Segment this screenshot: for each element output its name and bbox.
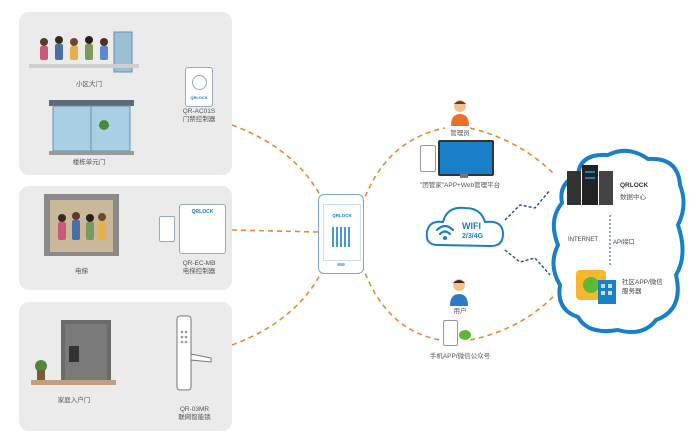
link-panel1-phone [231, 124, 326, 206]
home-door-illustration [31, 320, 116, 385]
link-panel3-phone [231, 264, 326, 346]
internet-label: INTERNET [568, 237, 598, 243]
home-button [337, 263, 345, 266]
datacenter-brand: QRLOCK [620, 182, 649, 189]
wifi-sub: 2/3/4G [462, 233, 484, 240]
wifi-link-lower [504, 249, 551, 276]
home-door-label: 家庭入户门 [57, 397, 91, 404]
crowd-illustration [29, 31, 139, 73]
gate-label: 小区大门 [76, 81, 102, 88]
controller-desc: 门禁控制器 [182, 116, 216, 123]
wifi-cloud-icon [425, 206, 505, 248]
elevator-label: 电梯 [75, 268, 88, 275]
elevator-controller-brand: QRLOCK [191, 209, 214, 215]
access-controller-device: QRLOCK [185, 67, 213, 107]
smart-lock-desc: 联网智能锁 [178, 414, 211, 421]
user-phone-icon [443, 320, 458, 346]
admin-platform: "团管家"APP+Web管理平台 [419, 182, 501, 189]
building-door-illustration [49, 100, 134, 155]
elevator-controller-device: QRLOCK [179, 204, 226, 254]
elevator-controller-model: QR-EC-MB [182, 260, 216, 267]
door-label: 楼栋单元门 [72, 159, 106, 166]
phone-device: QRLOCK [318, 194, 364, 274]
link-phone-user [361, 264, 441, 341]
reader-icon [192, 75, 207, 90]
monitor-stand [460, 174, 468, 178]
app-server-icon [576, 270, 616, 304]
user-avatar-icon [450, 279, 468, 306]
panel-home-door: 家庭入户门 QR-03MR 联网智能锁 [19, 302, 232, 431]
phone-screen: QRLOCK [323, 204, 361, 261]
datacenter-desc: 数据中心 [620, 194, 646, 201]
smart-lock-illustration [176, 315, 212, 391]
wechat-icon [459, 330, 471, 340]
panel-community-gates: 小区大门 楼栋单元门 QRLOCK QR-AC01S 门禁控制器 [19, 12, 232, 175]
elevator-illustration [44, 194, 119, 256]
user-role: 用户 [453, 308, 467, 315]
controller-model: QR-AC01S [182, 108, 216, 115]
elevator-controller-desc: 电梯控制器 [182, 268, 216, 275]
admin-avatar-icon [451, 100, 469, 126]
controller-brand: QRLOCK [190, 95, 208, 100]
monitor-icon [438, 140, 494, 176]
phone-brand: QRLOCK [332, 213, 352, 218]
admin-role: 管理员 [450, 130, 470, 137]
api-label: API接口 [613, 240, 635, 246]
link-user-cloud [469, 294, 556, 341]
smart-lock-model: QR-03MR [179, 406, 210, 413]
server-rack-icon [567, 165, 613, 205]
admin-phone-icon [420, 145, 436, 172]
qr-code-icon [332, 227, 352, 247]
wifi-label: WIFI [462, 221, 481, 231]
elevator-reader-device [159, 216, 175, 242]
link-panel2-phone [231, 229, 319, 233]
wifi-link-upper [504, 189, 551, 221]
user-channel: 手机APP/微信公众号 [429, 353, 491, 360]
server-label: 社区APP/微信 [622, 279, 663, 286]
panel-elevator: 电梯 QRLOCK QR-EC-MB 电梯控制器 [19, 186, 232, 290]
server-label-2: 服务器 [622, 288, 642, 295]
